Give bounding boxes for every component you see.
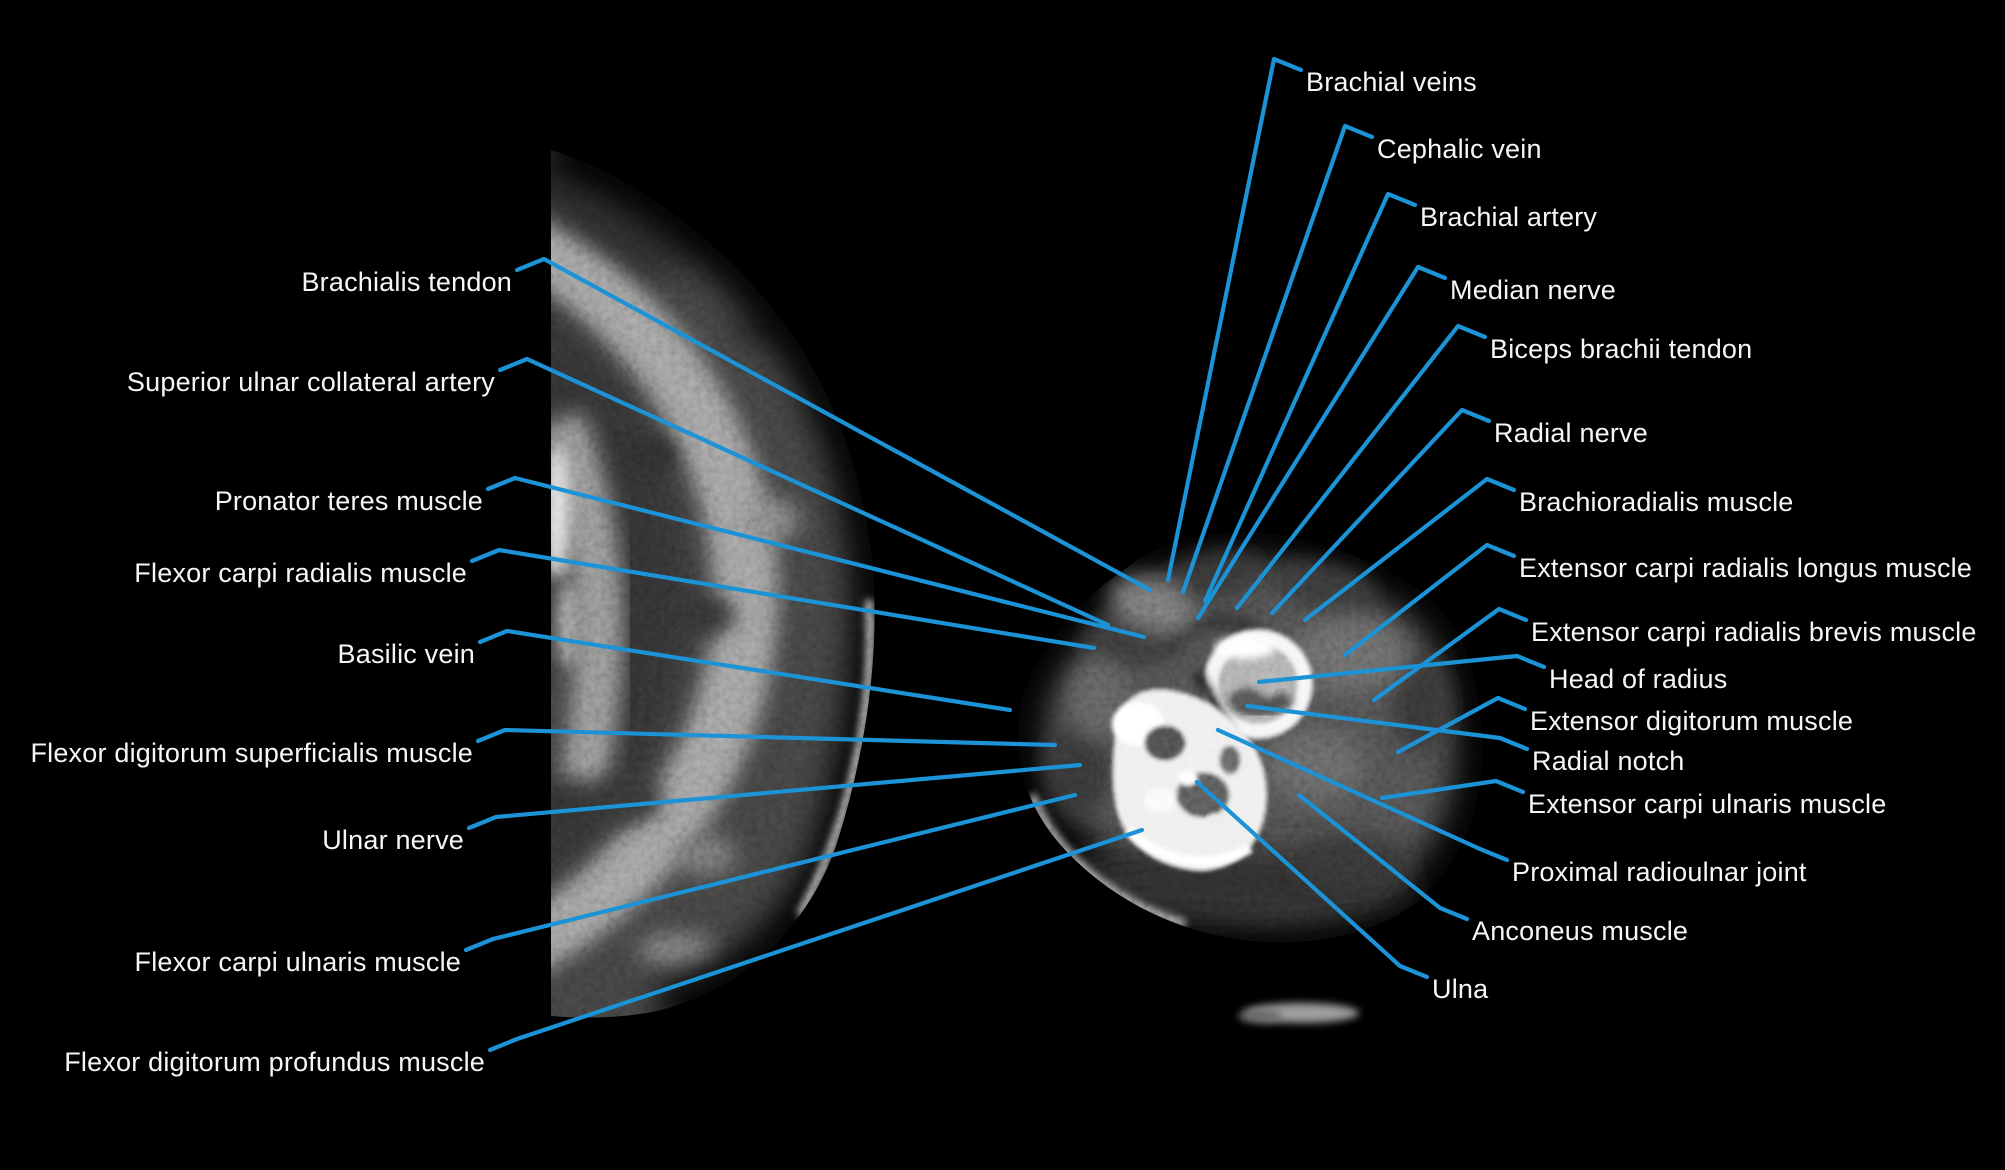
ct-bottom-sliver xyxy=(1238,1003,1359,1023)
ct-left-mass xyxy=(551,150,875,1018)
ct-elbow-cross-section xyxy=(1017,531,1483,943)
